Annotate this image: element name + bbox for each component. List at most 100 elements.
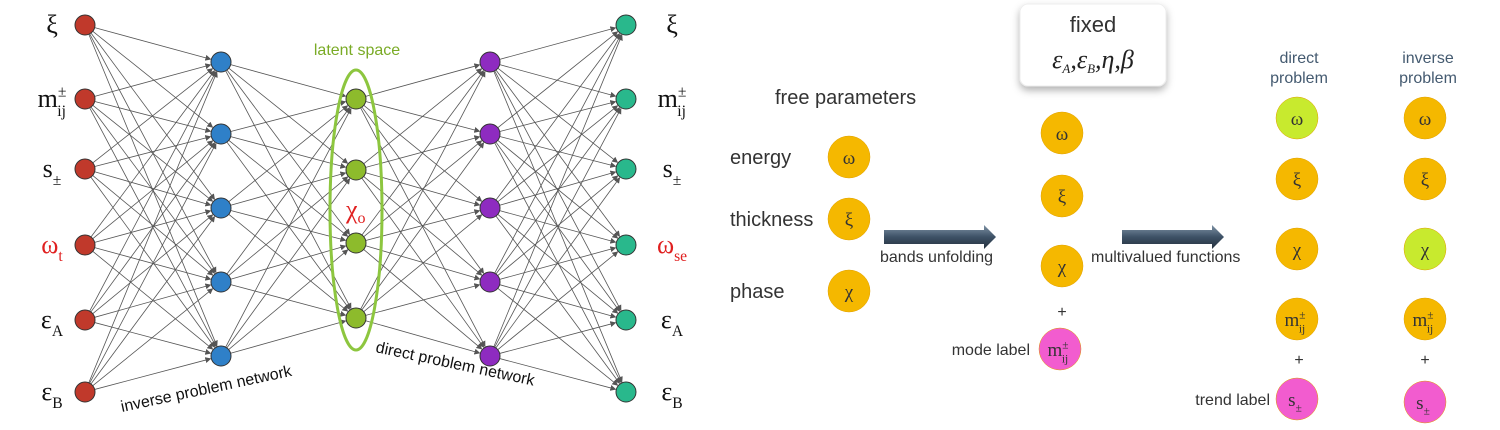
edge-latent-1-hidden2-1 [365, 135, 481, 168]
free-node-0-symbol: ω [843, 148, 856, 169]
input-node-1 [74, 88, 96, 110]
middle-node-1-symbol: ξ [1058, 187, 1067, 208]
free-parameters-title: free parameters [775, 87, 916, 109]
hidden1-node-3 [210, 271, 232, 293]
latent-space-label: latent space [314, 42, 400, 59]
arrow-multivalued-functions: multivalued functions [1091, 225, 1240, 266]
edge-hidden2-4-output-1 [494, 107, 622, 348]
input-label-2: s± [43, 154, 62, 189]
latent-symbol: χo [345, 195, 366, 227]
inverse-node-0-symbol: ω [1419, 109, 1432, 130]
free-row-label-2: phase [730, 281, 785, 303]
plus-direct: + [1294, 352, 1303, 369]
inverse-trend-node-symbol: s± [1416, 393, 1430, 418]
input-label-3: ωt [41, 230, 63, 265]
output-node-4 [615, 309, 637, 331]
output-node-1 [615, 88, 637, 110]
free-node-0: ω [827, 135, 871, 179]
output-node-5 [615, 381, 637, 403]
free-node-1-circle [827, 197, 871, 241]
input-label-0: ξ [46, 10, 58, 39]
edge-input-1-hidden1-0 [94, 63, 212, 97]
edge-hidden2-4-output-5 [499, 358, 617, 391]
inverse-header-line1: inverse [1402, 50, 1454, 67]
inverse-node-2-circle [1403, 227, 1447, 271]
input-node-4 [74, 309, 96, 331]
output-label-3: ωse [657, 230, 687, 265]
direct-node-3-symbol: m±ij [1284, 309, 1305, 335]
hidden1-node-1 [210, 123, 232, 145]
output-label-4: εA [661, 305, 684, 340]
edge-input-3-hidden1-2 [94, 209, 212, 243]
inverse-node-3-circle [1403, 297, 1447, 341]
edge-latent-0-hidden2-4 [360, 107, 486, 348]
middle-node-1: ξ [1040, 174, 1084, 218]
edge-input-0-hidden1-1 [92, 30, 214, 128]
hidden2-node-2 [479, 197, 501, 219]
edge-hidden2-0-output-3 [495, 69, 621, 237]
multivalued-functions-label: multivalued functions [1091, 249, 1240, 266]
direct-node-1: ξ [1275, 157, 1319, 201]
input-label-1: m±ij [38, 84, 67, 121]
edge-hidden1-4-latent-2 [228, 249, 349, 350]
edge-hidden1-0-latent-3 [225, 70, 352, 310]
edge-hidden2-3-output-2 [497, 175, 619, 276]
edge-latent-3-hidden2-4 [365, 320, 481, 355]
plus-inverse: + [1420, 352, 1429, 369]
trend-label: trend label [1195, 392, 1270, 409]
output-node-2 [615, 158, 637, 180]
free-row-label-0: energy [730, 147, 791, 169]
inverse-node-0: ω [1403, 96, 1447, 140]
edge-hidden2-2-output-5 [495, 215, 621, 384]
edge-input-5-hidden1-0 [88, 71, 218, 383]
edge-hidden1-1-latent-0 [230, 100, 347, 132]
edge-input-4-hidden1-0 [89, 70, 217, 312]
edge-input-5-hidden1-2 [90, 216, 216, 385]
input-node-5 [74, 381, 96, 403]
edge-hidden2-2-output-0 [495, 33, 621, 201]
free-node-2-symbol: χ [844, 282, 854, 303]
edge-hidden2-4-output-3 [497, 251, 619, 350]
edge-hidden1-1-latent-2 [228, 139, 349, 237]
edge-hidden2-4-output-0 [493, 34, 623, 347]
inverse-header-line2: problem [1399, 70, 1457, 87]
free-node-0-circle [827, 135, 871, 179]
direct-node-3: m±ij [1275, 297, 1319, 341]
edge-latent-3-hidden2-3 [365, 283, 481, 316]
edge-input-2-hidden1-2 [94, 171, 212, 207]
inverse-node-1-circle [1403, 157, 1447, 201]
direct-node-2: χ [1275, 227, 1319, 271]
inverse-trend-node-circle [1403, 380, 1447, 424]
edge-hidden1-0-latent-0 [230, 64, 347, 98]
direct-node-1-circle [1275, 157, 1319, 201]
direct-header-line2: problem [1270, 70, 1328, 87]
inverse-node-1: ξ [1403, 157, 1447, 201]
edge-hidden2-4-output-2 [495, 177, 621, 349]
mode-node: m±ij [1038, 327, 1082, 371]
edge-hidden2-2-output-2 [499, 170, 617, 206]
inverse-node-3-symbol: m±ij [1412, 309, 1433, 335]
edge-latent-3-hidden2-1 [361, 142, 485, 311]
edge-input-5-hidden1-4 [94, 357, 212, 390]
edge-hidden1-2-latent-1 [230, 171, 347, 206]
middle-node-0-circle [1040, 111, 1084, 155]
edge-input-2-hidden1-1 [94, 135, 212, 167]
plus-middle: + [1057, 304, 1066, 321]
edge-hidden2-1-output-3 [497, 140, 619, 239]
input-label-4: εA [41, 305, 64, 340]
latent-space-ellipse [328, 68, 384, 352]
direct-trend-node-circle [1275, 377, 1319, 421]
edge-input-3-hidden1-0 [90, 70, 216, 238]
output-node-3 [615, 234, 637, 256]
inverse-trend-node: s± [1403, 380, 1447, 424]
input-label-5: εB [41, 377, 62, 412]
edge-hidden1-3-latent-0 [226, 107, 351, 275]
free-node-1: ξ [827, 197, 871, 241]
edge-input-3-hidden1-1 [92, 140, 214, 239]
mode-node-symbol: m±ij [1047, 339, 1068, 365]
direct-node-2-symbol: χ [1292, 240, 1302, 261]
output-label-0: ξ [666, 10, 678, 39]
